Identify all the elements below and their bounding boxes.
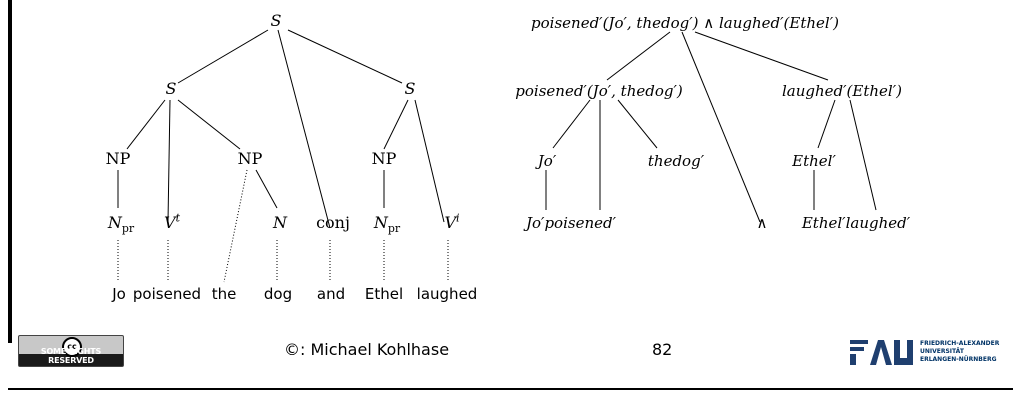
- edge: [177, 29, 269, 84]
- edge: [817, 99, 836, 149]
- node-np-3: NP: [371, 149, 397, 168]
- word-leaf: Ethel: [364, 285, 404, 303]
- left-border-rule: [8, 0, 12, 343]
- node-s-left: S: [165, 79, 177, 98]
- edge: [414, 99, 445, 223]
- word-leaf: the: [211, 285, 237, 303]
- node-v-i: Vi: [444, 211, 460, 232]
- fau-university-name: FRIEDRICH-ALEXANDER UNIVERSITÄT ERLANGEN…: [920, 340, 1000, 363]
- page-number: 82: [652, 340, 673, 359]
- edge: [167, 99, 171, 223]
- edge: [277, 29, 331, 229]
- node-s-right: S: [404, 79, 416, 98]
- word-leaf: poisened: [132, 285, 202, 303]
- edge: [617, 99, 658, 149]
- tree-edges: [117, 29, 877, 283]
- node-semantic-right: laughed′(Ethel′): [782, 82, 902, 100]
- cc-license-text: SOME RIGHTS RESERVED: [40, 347, 102, 365]
- word-leaf: and: [316, 285, 346, 303]
- word-leaf: dog: [263, 285, 293, 303]
- node-semantic-left: poisened′(Jo′, thedog′): [515, 82, 683, 100]
- node-n-pr-1: Npr: [107, 213, 135, 236]
- node-jo-poisened: Jo′poisened′: [526, 214, 616, 232]
- edge: [255, 169, 278, 209]
- node-ethel-laughed: Ethel′laughed′: [801, 214, 911, 232]
- node-n-pr-2: Npr: [373, 213, 401, 236]
- copyright-text: ©: Michael Kohlhase: [284, 340, 450, 359]
- cc-icon: cc: [62, 337, 82, 357]
- edge: [126, 99, 166, 150]
- node-np-2: NP: [237, 149, 263, 168]
- edge: [177, 99, 241, 150]
- node-ethel: Ethel′: [792, 152, 836, 170]
- edge: [849, 99, 877, 211]
- fau-logo-icon: [850, 340, 913, 365]
- node-v-t: Vt: [164, 211, 180, 232]
- node-and-symbol: ∧: [756, 214, 768, 232]
- node-jo: Jo′: [537, 152, 557, 170]
- node-semantic-root: poisened′(Jo′, thedog′) ∧ laughed′(Ethel…: [531, 14, 839, 32]
- fau-logo: FRIEDRICH-ALEXANDER UNIVERSITÄT ERLANGEN…: [850, 338, 1010, 368]
- edge: [694, 31, 829, 81]
- word-leaf: Jo: [112, 285, 126, 303]
- dotted-edge: [223, 169, 248, 283]
- word-leaf: laughed: [416, 285, 478, 303]
- node-conj: conj: [316, 213, 350, 232]
- node-n: N: [273, 213, 287, 232]
- node-thedog: thedog′: [647, 152, 705, 170]
- node-root-s: S: [270, 11, 282, 30]
- edge: [383, 99, 409, 150]
- node-np-1: NP: [105, 149, 131, 168]
- edge: [606, 31, 671, 81]
- edge: [681, 31, 761, 223]
- bottom-border-rule: [8, 388, 1013, 390]
- edge: [287, 29, 403, 84]
- edge: [552, 99, 591, 149]
- cc-license-badge[interactable]: cc SOME RIGHTS RESERVED: [18, 335, 124, 367]
